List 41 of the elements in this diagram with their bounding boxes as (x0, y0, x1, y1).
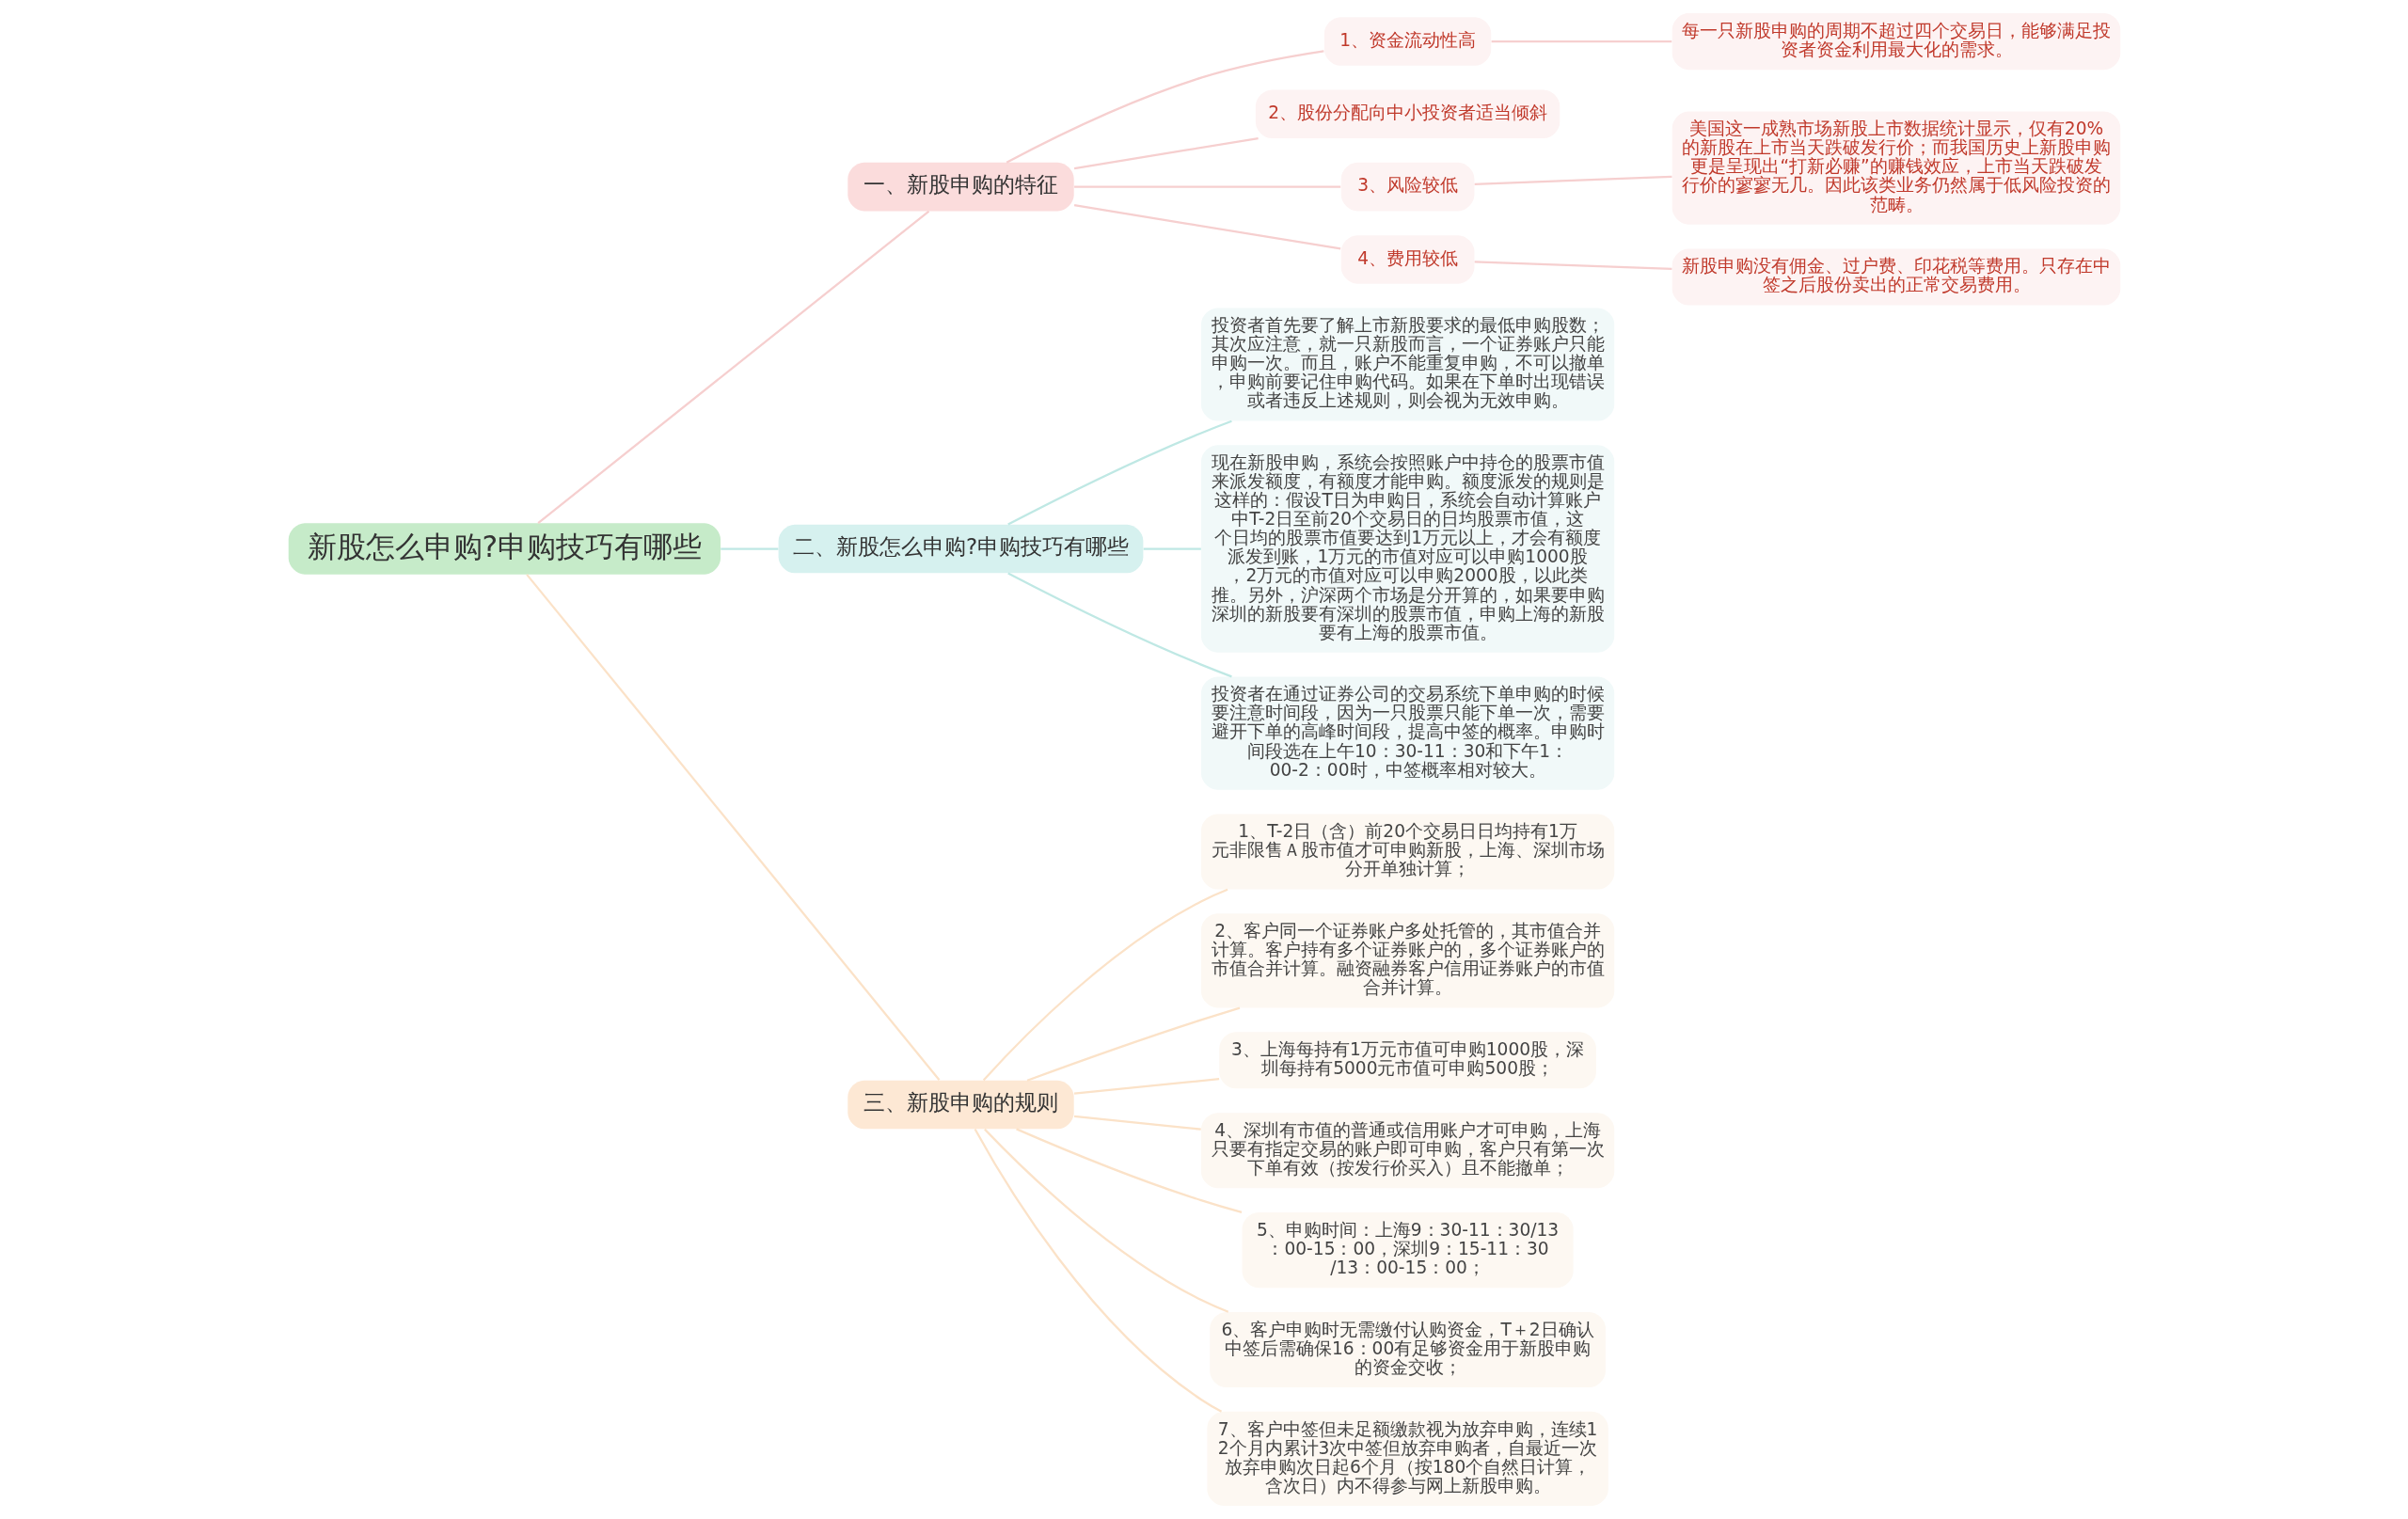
connector (1026, 1006, 1240, 1082)
node-box: 新股怎么申购?申购技巧有哪些 (288, 523, 721, 575)
connector (1015, 1128, 1242, 1214)
node-box: 2、客户同一个证券账户多处托管的，其市值合并计算。客户持有多个证券账户的，多个证券账户的市值合并计算。融资融券客户信用证券账户的市值合并计算。 (1200, 913, 1614, 1008)
node-box: 现在新股申购，系统会按照账户中持仓的股票市值来派发额度，有额度才能申购。额度派发的规则是这样的：假设T日为申购日，系统会自动计算账户中T-2日至前20个交易日的日均股票市值，这个日均的股票市值要达到1万元以上，才会有额度派发到账，1万元的市值对应可以申购1000股，2万元的市值对应可以申购2000股，以此类推。另外，沪深两个市场是分开算的，如果要申购深圳的新股要有深圳的股票市值，申购上海的新股要有上海的股票市值。 (1200, 445, 1614, 653)
connector (1073, 1078, 1219, 1095)
node-box: 一、新股申购的特征 (847, 162, 1074, 212)
connector (1073, 204, 1340, 250)
connector (1143, 547, 1201, 550)
connector (1474, 175, 1671, 186)
connector (1491, 40, 1671, 43)
node-box: 4、费用较低 (1340, 235, 1474, 284)
connector (983, 1128, 1228, 1313)
node-box: 二、新股怎么申购?申购技巧有哪些 (778, 524, 1143, 574)
node-box: 6、客户申购时无需缴付认购资金，T＋2日确认中签后需确保16：00有足够资金用于新股申购的资金交收； (1209, 1311, 1606, 1388)
connector (1073, 185, 1340, 188)
node-box: 3、上海每持有1万元市值可申购1000股，深圳每持有5000元市值可申购500股； (1218, 1032, 1596, 1089)
connector (974, 1128, 1222, 1413)
node-box: 7、客户中签但未足额缴款视为放弃申购，连续12个月内累计3次中签但放弃申购者，自最近一次放弃申购次日起6个月（按180个自然日计算，含次日）内不得参与网上新股申购。 (1206, 1411, 1608, 1506)
connector (1006, 50, 1324, 164)
node-box: 每一只新股申购的周期不超过四个交易日，能够满足投资者资金利用最大化的需求。 (1671, 13, 2120, 71)
node-box: 3、风险较低 (1340, 162, 1474, 212)
connector (1006, 419, 1232, 526)
node-box: 美国这一成熟市场新股上市数据统计显示，仅有20%的新股在上市当天跌破发行价；而我国历史上新股申购更是呈现出“打新必赚”的赚钱效应，上市当天跌破发行价的寥寥无几。因此该类业务仍然属于低风险投资的范畴。 (1671, 111, 2120, 225)
node-box: 新股申购没有佣金、过户费、印花税等费用。只存在中签之后股份卖出的正常交易费用。 (1671, 248, 2120, 306)
node-box: 4、深圳有市值的普通或信用账户才可申购，上海只要有指定交易的账户即可申购，客户只有第一次下单有效（按发行价买入）且不能撤单； (1200, 1113, 1614, 1189)
node-box: 三、新股申购的规则 (847, 1080, 1074, 1130)
connector (525, 574, 940, 1081)
node-box: 1、T-2日（含）前20个交易日日均持有1万元非限售Ａ股市值才可申购新股，上海、深圳市场分开单独计算； (1200, 814, 1614, 890)
connector (982, 888, 1228, 1082)
connector (1006, 572, 1232, 678)
connector (536, 210, 929, 525)
node-box: 投资者首先要了解上市新股要求的最低申购股数；其次应注意，就一只新股而言，一个证券账户只能申购一次。而且，账户不能重复申购，不可以撤单，申购前要记住申购代码。如果在下单时出现错误或者违反上述规则，则会视为无效申购。 (1200, 308, 1614, 421)
connector (1474, 261, 1671, 271)
node-box: 投资者在通过证券公司的交易系统下单申购的时候要注意时间段，因为一只股票只能下单一次，需要避开下单的高峰时间段，提高中签的概率。申购时间段选在上午10：30-11：30和下午1：00-2：00时，中签概率相对较大。 (1200, 676, 1614, 790)
node-box: 5、申购时间：上海9：30-11：30/13：00-15：00，深圳9：15-11：30/13：00-15：00； (1242, 1212, 1574, 1289)
connector (720, 547, 778, 550)
node-box: 1、资金流动性高 (1323, 17, 1491, 66)
node-box: 2、股份分配向中小投资者适当倾斜 (1255, 89, 1560, 139)
connector (1073, 137, 1259, 170)
connector (1073, 1115, 1201, 1131)
